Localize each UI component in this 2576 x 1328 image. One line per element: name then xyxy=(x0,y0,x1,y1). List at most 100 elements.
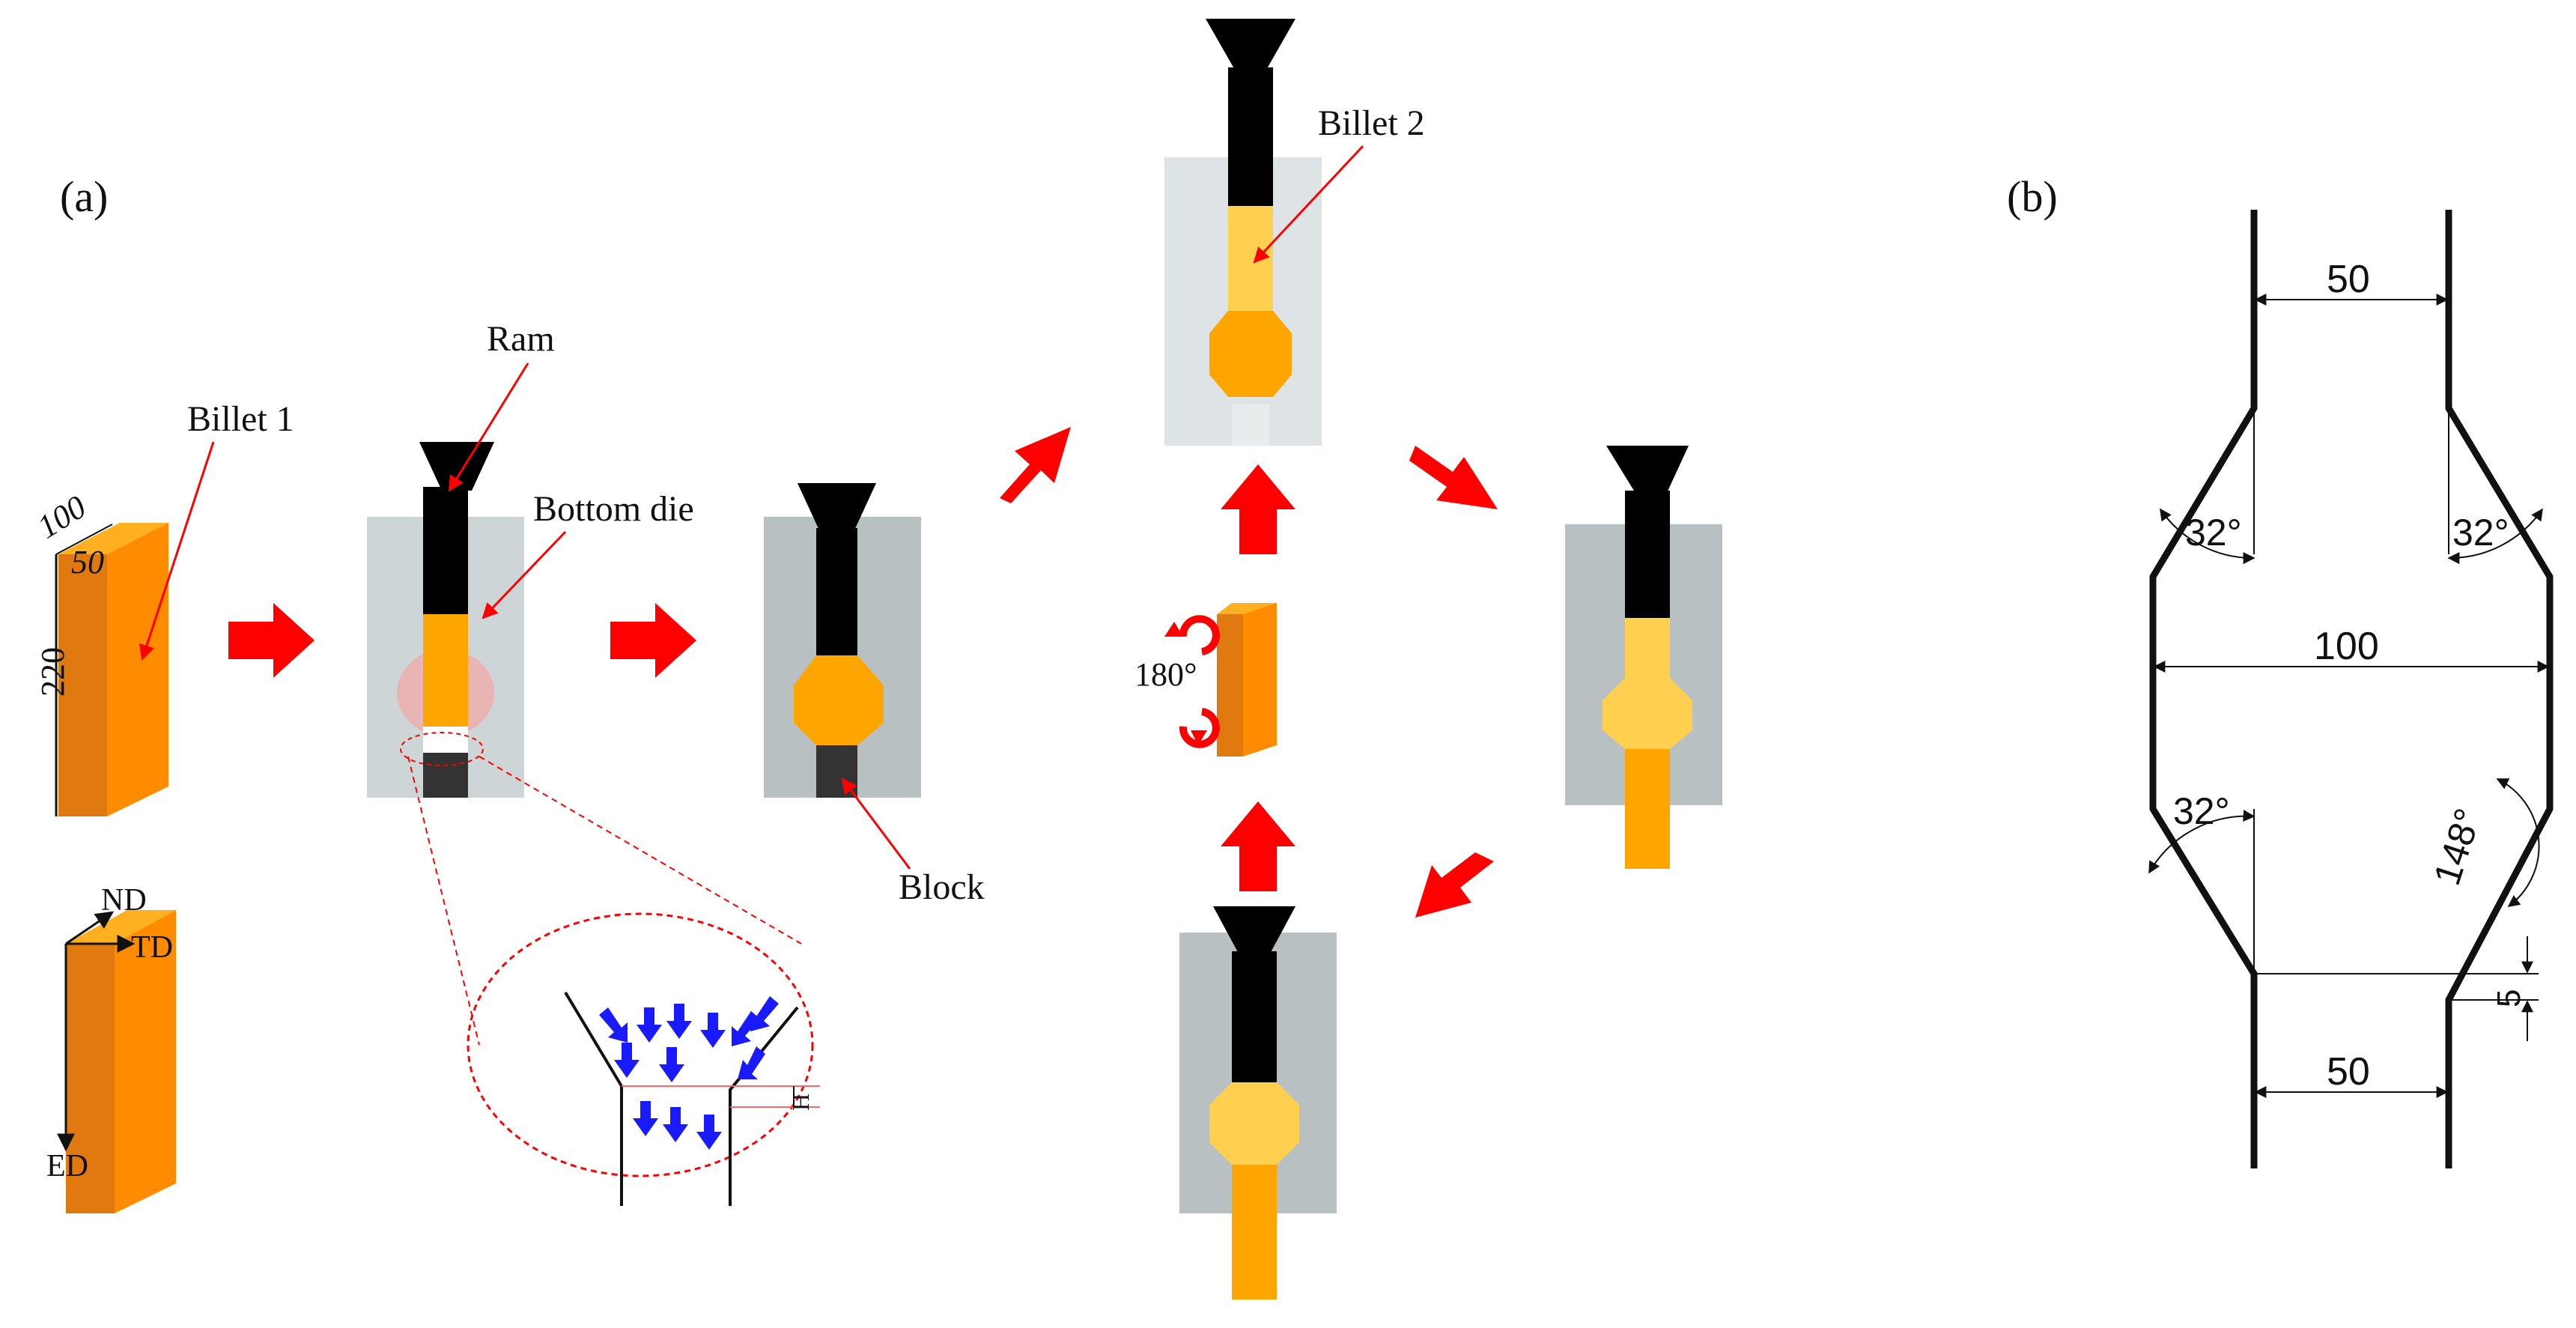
flow-arrow xyxy=(633,1101,658,1136)
flow-arrow xyxy=(637,1007,662,1043)
ed-label: ED xyxy=(46,1149,88,1183)
die-cross-section xyxy=(2149,210,2554,1168)
flow-arrow xyxy=(659,1047,684,1082)
process-arrow-4 xyxy=(1221,464,1295,554)
ram-label: Ram xyxy=(487,319,555,359)
ram-5 xyxy=(1232,951,1277,1082)
flow-arrow xyxy=(700,1013,726,1048)
lower-left-angle-label: 32° xyxy=(2173,790,2230,832)
billet-1-extruded xyxy=(1232,1165,1277,1300)
rotated-billet-front xyxy=(1243,603,1277,757)
billet-2-in-die-4 xyxy=(1603,618,1692,749)
ram-1-head xyxy=(419,442,494,491)
process-arrow-1 xyxy=(228,603,315,678)
process-arrow-7 xyxy=(1415,852,1494,918)
block-label: Block xyxy=(899,867,985,907)
dim-50-label: 50 xyxy=(71,544,104,580)
td-label: TD xyxy=(131,930,173,965)
zoom-line-right xyxy=(479,756,802,945)
upper-left-angle-label: 32° xyxy=(2185,512,2242,554)
billet-1-top-face xyxy=(58,523,168,554)
nd-axis xyxy=(65,911,114,945)
die-wall-right xyxy=(2445,210,2554,1168)
angle-arc-upper-left xyxy=(2160,508,2255,565)
block-1 xyxy=(423,753,468,798)
die-bottom-slot xyxy=(1232,404,1269,446)
rotated-billet xyxy=(1217,603,1277,757)
upper-right-angle-label: 32° xyxy=(2452,512,2509,554)
orientation-billet-side xyxy=(66,944,115,1213)
billet-1-side-face xyxy=(58,554,107,816)
middle-width-label: 100 xyxy=(2314,625,2379,668)
flow-arrow xyxy=(599,1007,628,1043)
ram-1 xyxy=(423,487,468,614)
orientation-billet-top xyxy=(66,910,176,944)
ram-3-head xyxy=(1206,19,1295,71)
stage-3-assembly xyxy=(1164,19,1322,446)
billet-2-in-die-5 xyxy=(1209,1082,1299,1165)
block-leader xyxy=(841,777,911,870)
inset-wall-right xyxy=(729,1006,799,1206)
process-arrow-2 xyxy=(610,603,696,678)
billet-in-die-1 xyxy=(423,614,468,727)
step-height-label: 5 xyxy=(2491,989,2527,1007)
billet-2 xyxy=(1228,206,1273,311)
flow-arrow xyxy=(666,1004,692,1039)
top-width-label: 50 xyxy=(2327,258,2370,301)
bottom-width-label: 50 xyxy=(2327,1050,2370,1094)
nd-label: ND xyxy=(101,883,147,918)
ram-2 xyxy=(816,528,857,655)
billet-1-front-face xyxy=(107,523,168,816)
angle-arc-upper-right xyxy=(2447,508,2543,565)
flow-arrow xyxy=(614,1043,640,1078)
ram-4 xyxy=(1625,491,1670,618)
die-wall-left xyxy=(2149,210,2258,1168)
billet-1-extruded-4 xyxy=(1625,749,1670,869)
billet-2-leader xyxy=(1253,145,1364,264)
rotated-billet-side xyxy=(1217,614,1243,757)
detail-inset xyxy=(564,991,820,1206)
orientation-billet xyxy=(57,910,176,1213)
dim-100-label: 100 xyxy=(31,488,92,546)
width-dim-line xyxy=(55,524,113,555)
panel-a-label: (a) xyxy=(60,172,108,221)
process-arrow-6 xyxy=(1221,801,1295,891)
stage-4-assembly xyxy=(1565,446,1722,869)
zoom-source-circle xyxy=(400,732,484,766)
die-dimensions xyxy=(2148,294,2550,1098)
flow-arrow xyxy=(696,1115,722,1150)
rotation-arrow-top-tip xyxy=(1164,622,1183,637)
rotation-arrow-bottom-tip xyxy=(1191,730,1207,745)
angle-arc-lower-right xyxy=(2496,778,2540,907)
gap-1 xyxy=(423,727,468,753)
ram-4-head xyxy=(1606,446,1689,494)
flow-arrow xyxy=(663,1107,688,1142)
process-arrow-5 xyxy=(1409,446,1498,509)
stage-2-assembly xyxy=(764,483,921,798)
detail-inset-circle xyxy=(467,912,814,1177)
flow-arrow xyxy=(738,1046,765,1079)
ram-2-head xyxy=(798,483,876,532)
inset-h-label: H xyxy=(787,1094,814,1111)
stage-5-assembly xyxy=(1179,906,1337,1300)
stage-1-assembly xyxy=(367,442,524,798)
billet-1-leader xyxy=(139,441,215,661)
rotation-arrow-top xyxy=(1179,615,1220,655)
bottom-die-leader xyxy=(482,530,567,619)
ram-leader xyxy=(448,363,529,492)
rotation-arrow-bottom xyxy=(1179,708,1220,748)
billet-1-in-die-3 xyxy=(1209,311,1292,397)
lower-right-angle-label: 148° xyxy=(2425,804,2489,891)
billet-1-label: Billet 1 xyxy=(187,399,294,439)
rotation-label: 180° xyxy=(1134,656,1197,693)
dim-220-label: 220 xyxy=(34,647,71,697)
flow-arrows xyxy=(599,996,779,1150)
ram-5-head xyxy=(1213,906,1295,955)
angle-arc-lower-left xyxy=(2148,810,2255,874)
zoom-line-left xyxy=(407,756,480,1046)
bottom-die-label: Bottom die xyxy=(533,489,694,529)
orientation-billet-front xyxy=(115,910,176,1213)
billet-1 xyxy=(55,523,168,816)
